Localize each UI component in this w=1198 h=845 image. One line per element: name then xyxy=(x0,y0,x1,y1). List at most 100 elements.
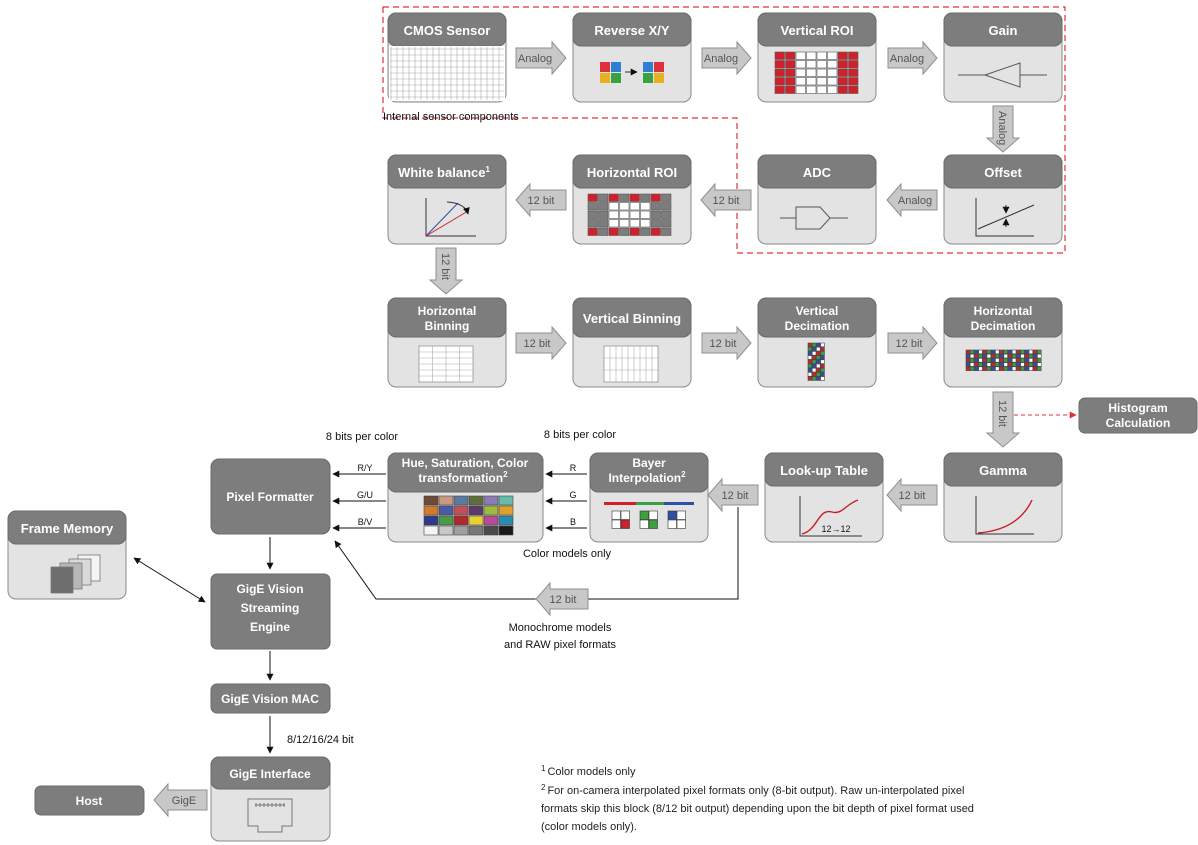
lut-caption: 12→12 xyxy=(821,524,850,534)
arrow-analog-3: Analog xyxy=(887,40,938,76)
gige-mac-title: GigE Vision MAC xyxy=(221,692,319,706)
svg-text:GigE: GigE xyxy=(172,795,196,807)
gamma-curve-icon xyxy=(975,496,1034,535)
adc-title: ADC xyxy=(803,165,832,180)
svg-text:12 bit: 12 bit xyxy=(524,338,551,350)
bits-per-color-left: 8 bits per color xyxy=(326,431,398,443)
svg-text:12 bit: 12 bit xyxy=(722,490,749,502)
lookup-table-title: Look-up Table xyxy=(780,463,868,478)
arrow-12bit-right-3: 12 bit xyxy=(887,325,938,361)
bayer-to-hue-lines xyxy=(545,470,587,532)
vertical-roi-icon xyxy=(774,51,859,94)
offset-graph-icon xyxy=(975,198,1035,237)
vertical-decimation-title-2: Decimation xyxy=(785,319,850,333)
arrow-12bit-left-2: 12 bit xyxy=(515,182,567,218)
vertical-decimation-icon xyxy=(807,342,825,381)
amplifier-icon xyxy=(958,62,1047,88)
arrow-analog-1: Analog xyxy=(515,40,567,76)
color-checker-icon xyxy=(423,495,514,536)
gamma-block[interactable]: Gamma xyxy=(943,452,1063,543)
arrow-12bit-right-1: 12 bit xyxy=(515,325,567,361)
arrow-12bit-right-2: 12 bit xyxy=(701,325,752,361)
horizontal-binning-title-1: Horizontal xyxy=(418,304,477,318)
channel-out-bv: B/V xyxy=(358,517,373,527)
pixel-formatter-title: Pixel Formatter xyxy=(226,490,314,504)
svg-text:12 bit: 12 bit xyxy=(713,195,740,207)
horizontal-roi-title: Horizontal ROI xyxy=(587,165,677,180)
horizontal-decimation-title-2: Decimation xyxy=(971,319,1036,333)
host-block: Host xyxy=(34,785,145,816)
arrow-12bit-bypass: 12 bit xyxy=(535,581,589,617)
vertical-binning-block[interactable]: Vertical Binning xyxy=(572,297,692,388)
reverse-xy-block[interactable]: Reverse X/Y xyxy=(572,12,692,103)
horizontal-binning-block[interactable]: Horizontal Binning xyxy=(387,297,507,388)
bayer-title-1: Bayer xyxy=(632,456,666,470)
gain-block[interactable]: Gain xyxy=(943,12,1063,103)
white-balance-icon xyxy=(425,198,476,237)
pixel-formatter-block: Pixel Formatter xyxy=(210,458,331,535)
histogram-title-1: Histogram xyxy=(1108,401,1167,415)
mono-label-1: Monochrome models xyxy=(509,622,612,634)
arrow-12bit-left-3: 12 bit xyxy=(886,477,938,513)
white-balance-block[interactable]: White balance1 xyxy=(387,154,507,245)
horizontal-decimation-block[interactable]: Horizontal Decimation xyxy=(943,297,1063,388)
vertical-roi-block[interactable]: Vertical ROI xyxy=(757,12,877,103)
svg-text:Analog: Analog xyxy=(518,53,552,65)
arrow-analog-down: Analog xyxy=(985,105,1021,153)
reverse-xy-icon xyxy=(600,62,664,83)
lut-curve-icon xyxy=(799,496,862,537)
svg-text:Analog: Analog xyxy=(898,195,932,207)
channel-in-b: B xyxy=(570,517,576,527)
gige-interface-title: GigE Interface xyxy=(229,767,311,781)
color-models-only: Color models only xyxy=(523,548,612,560)
frame-stack-icon xyxy=(50,554,101,594)
horizontal-decimation-title-1: Horizontal xyxy=(974,304,1033,318)
gain-title: Gain xyxy=(989,23,1018,38)
offset-title: Offset xyxy=(984,165,1022,180)
offset-block[interactable]: Offset xyxy=(943,154,1063,245)
gige-interface-block[interactable]: GigE Interface xyxy=(210,756,331,842)
arrow-analog-2: Analog xyxy=(701,40,752,76)
bits-per-color-right: 8 bits per color xyxy=(544,429,616,441)
arrow-gige: GigE xyxy=(153,782,208,818)
gamma-title: Gamma xyxy=(979,463,1027,478)
vertical-binning-icon xyxy=(603,345,659,383)
hue-saturation-block[interactable]: Hue, Saturation, Color transformation2 xyxy=(387,452,544,543)
gige-mac-block: GigE Vision MAC xyxy=(210,683,331,714)
lookup-table-block[interactable]: Look-up Table 12→12 xyxy=(764,452,884,543)
channel-in-r: R xyxy=(570,463,577,473)
white-balance-title: White balance1 xyxy=(398,165,490,180)
arrow-12bit-left-4: 12 bit xyxy=(707,477,759,513)
adc-block[interactable]: ADC xyxy=(757,154,877,245)
bayer-interpolation-block[interactable]: Bayer Interpolation2 xyxy=(589,452,709,543)
svg-text:(color models only).: (color models only). xyxy=(541,821,637,833)
streaming-engine-title-2: Streaming xyxy=(241,601,300,615)
horizontal-binning-icon xyxy=(418,345,474,383)
svg-text:Analog: Analog xyxy=(704,53,738,65)
bayer-pattern-icon xyxy=(604,502,694,529)
horizontal-roi-icon xyxy=(587,193,672,236)
vertical-roi-title: Vertical ROI xyxy=(781,23,854,38)
arrow-12bit-down-2: 12 bit xyxy=(985,391,1021,448)
frame-memory-block[interactable]: Frame Memory xyxy=(7,510,127,600)
histogram-block[interactable]: Histogram Calculation xyxy=(1078,397,1198,434)
cmos-sensor-block[interactable]: CMOS Sensor xyxy=(387,12,507,103)
ethernet-port-icon xyxy=(247,798,293,833)
svg-text:Analog: Analog xyxy=(890,53,924,65)
streaming-engine-block: GigE Vision Streaming Engine xyxy=(210,573,331,650)
horizontal-roi-block[interactable]: Horizontal ROI xyxy=(572,154,692,245)
bus-width-label: 8/12/16/24 bit xyxy=(287,734,354,746)
streaming-engine-title-1: GigE Vision xyxy=(236,582,303,596)
channel-in-g: G xyxy=(569,490,576,500)
reverse-xy-title: Reverse X/Y xyxy=(594,23,669,38)
host-title: Host xyxy=(76,794,103,808)
bayer-title-2: Interpolation2 xyxy=(608,470,686,485)
arrow-analog-left: Analog xyxy=(886,182,938,218)
streaming-engine-title-3: Engine xyxy=(250,620,290,634)
hue-to-formatter-lines xyxy=(332,470,386,532)
horizontal-binning-title-2: Binning xyxy=(425,319,470,333)
sensor-grid-icon xyxy=(389,46,505,101)
vertical-decimation-block[interactable]: Vertical Decimation xyxy=(757,297,877,388)
